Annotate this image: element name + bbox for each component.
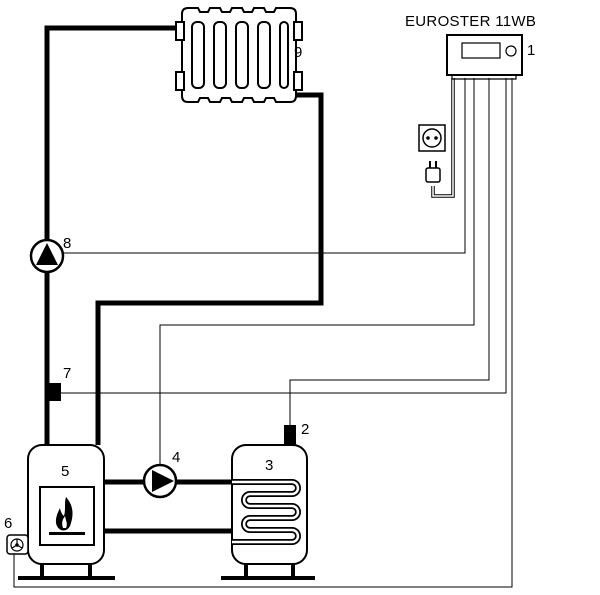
- tank-number: 3: [265, 457, 273, 474]
- fan-6: [6, 534, 29, 555]
- power-socket: [418, 124, 446, 152]
- radiator: [175, 7, 303, 103]
- pump-8-number: 8: [63, 235, 71, 252]
- tank: [231, 444, 308, 565]
- controller-number: 1: [527, 42, 535, 59]
- sensor-2-number: 2: [301, 421, 309, 438]
- fan-number: 6: [4, 515, 12, 532]
- tank-feet: [221, 564, 315, 580]
- wire-sensor-2: [289, 78, 490, 425]
- controller-title: EUROSTER 11WB: [405, 13, 536, 30]
- power-plug: [425, 161, 441, 183]
- return-pipe-radiator: [95, 92, 324, 445]
- sensor-7-number: 7: [63, 365, 71, 382]
- radiator-number: 9: [294, 44, 302, 61]
- wire-pump-4: [159, 78, 475, 464]
- supply-pipe-left: [44, 25, 182, 445]
- wire-fan-6: [13, 78, 513, 588]
- wire-power-inner: [432, 78, 454, 197]
- sensor-7: [48, 383, 61, 401]
- wiring: [13, 78, 513, 588]
- boiler: [27, 444, 105, 565]
- pump-4-number: 4: [172, 449, 180, 466]
- pump-4: [142, 463, 178, 499]
- boiler-feet: [18, 564, 115, 580]
- pump-8: [29, 238, 65, 274]
- wire-sensor-7: [61, 78, 507, 394]
- wire-pump-8: [64, 78, 466, 254]
- controller: [446, 34, 523, 80]
- boiler-number: 5: [61, 463, 69, 480]
- sensor-2: [284, 425, 296, 446]
